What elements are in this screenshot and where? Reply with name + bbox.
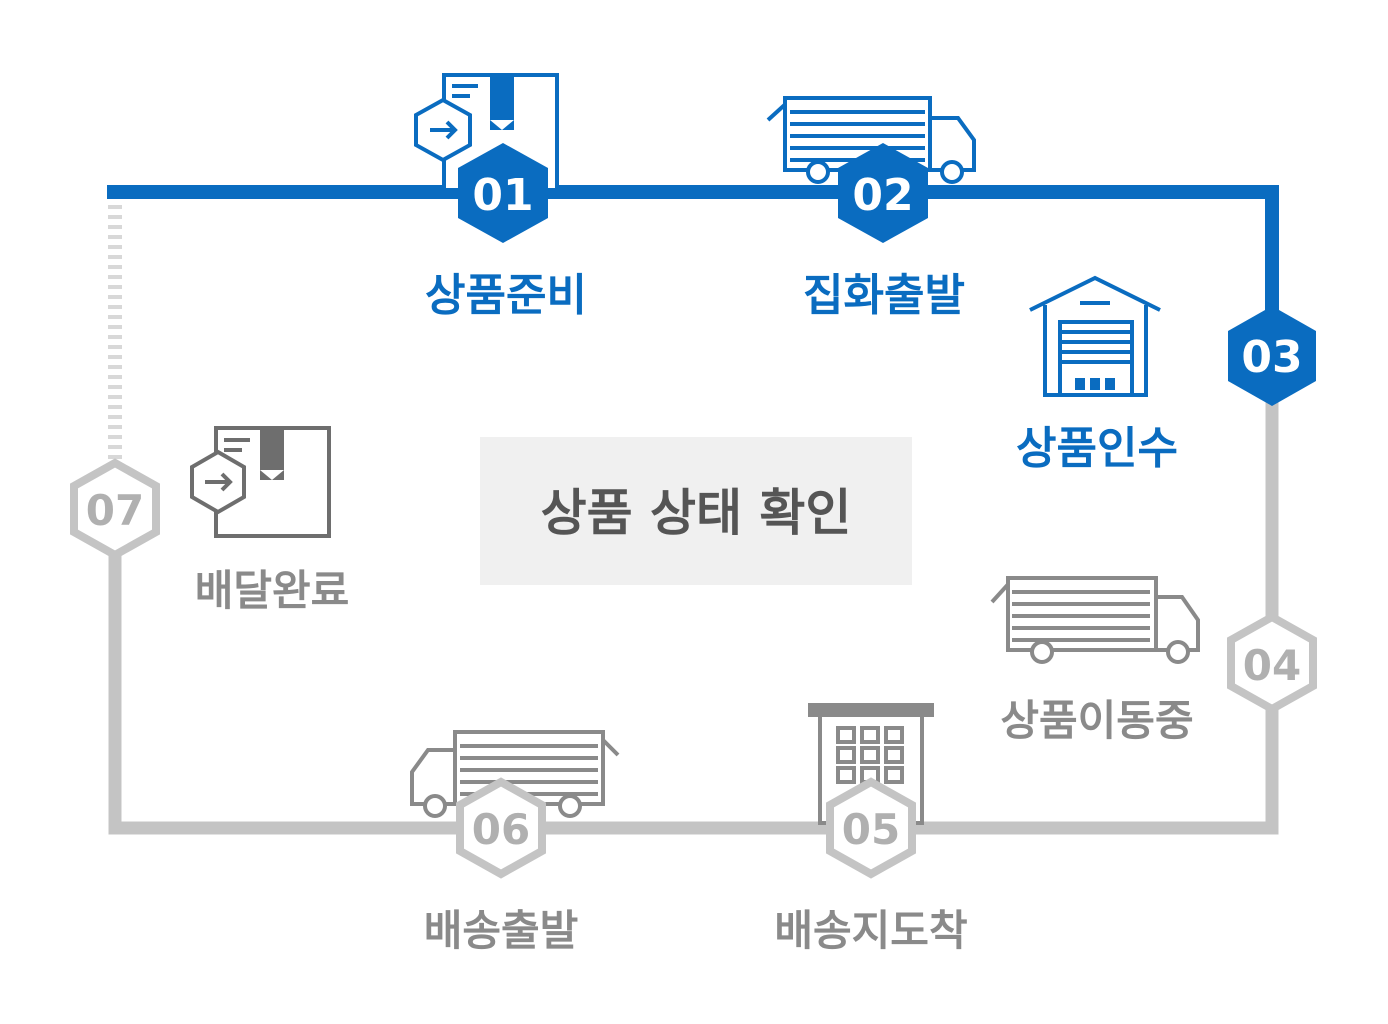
center-title: 상품 상태 확인 — [541, 484, 852, 542]
step-badge-07 — [70, 458, 160, 560]
step-badge-02 — [838, 143, 928, 243]
step-number-05: 05 — [842, 805, 900, 854]
step-number-01: 01 — [472, 170, 533, 221]
step-label-01: 상품준비 — [425, 270, 587, 321]
step-label-05: 배송지도착 — [774, 906, 967, 955]
step-badge-04 — [1227, 612, 1317, 714]
step-label-07: 배달완료 — [195, 566, 350, 615]
center-title-bg — [480, 437, 912, 585]
step-badge-01 — [458, 143, 548, 243]
step-label-03: 상품인수 — [1016, 423, 1178, 474]
step-label-02: 집화출발 — [803, 270, 965, 321]
step-number-04: 04 — [1243, 641, 1301, 690]
truck-icon — [990, 576, 1200, 664]
step-number-03: 03 — [1241, 332, 1302, 383]
step-01: 01 상품준비 — [425, 143, 587, 321]
step-label-06: 배송출발 — [424, 906, 579, 955]
step-07: 07 배달완료 — [70, 458, 350, 615]
step-number-06: 06 — [472, 805, 530, 854]
step-06: 06 배송출발 — [424, 777, 579, 955]
step-02: 02 집화출발 — [803, 143, 965, 321]
step-number-07: 07 — [86, 486, 144, 535]
step-badge-05 — [826, 777, 916, 879]
step-badge-03 — [1228, 306, 1316, 406]
step-05: 05 배송지도착 — [774, 777, 968, 955]
truck-icon — [410, 730, 620, 818]
center-title-box: 상품 상태 확인 — [480, 437, 912, 585]
step-04: 04 상품이동중 — [1000, 612, 1317, 745]
warehouse-icon — [1029, 275, 1161, 397]
box-icon — [190, 426, 331, 538]
step-03: 03 상품인수 — [1016, 306, 1316, 474]
step-label-04: 상품이동중 — [1000, 696, 1193, 745]
track-active — [107, 185, 1279, 320]
step-number-02: 02 — [852, 170, 913, 221]
step-badge-06 — [456, 777, 546, 879]
